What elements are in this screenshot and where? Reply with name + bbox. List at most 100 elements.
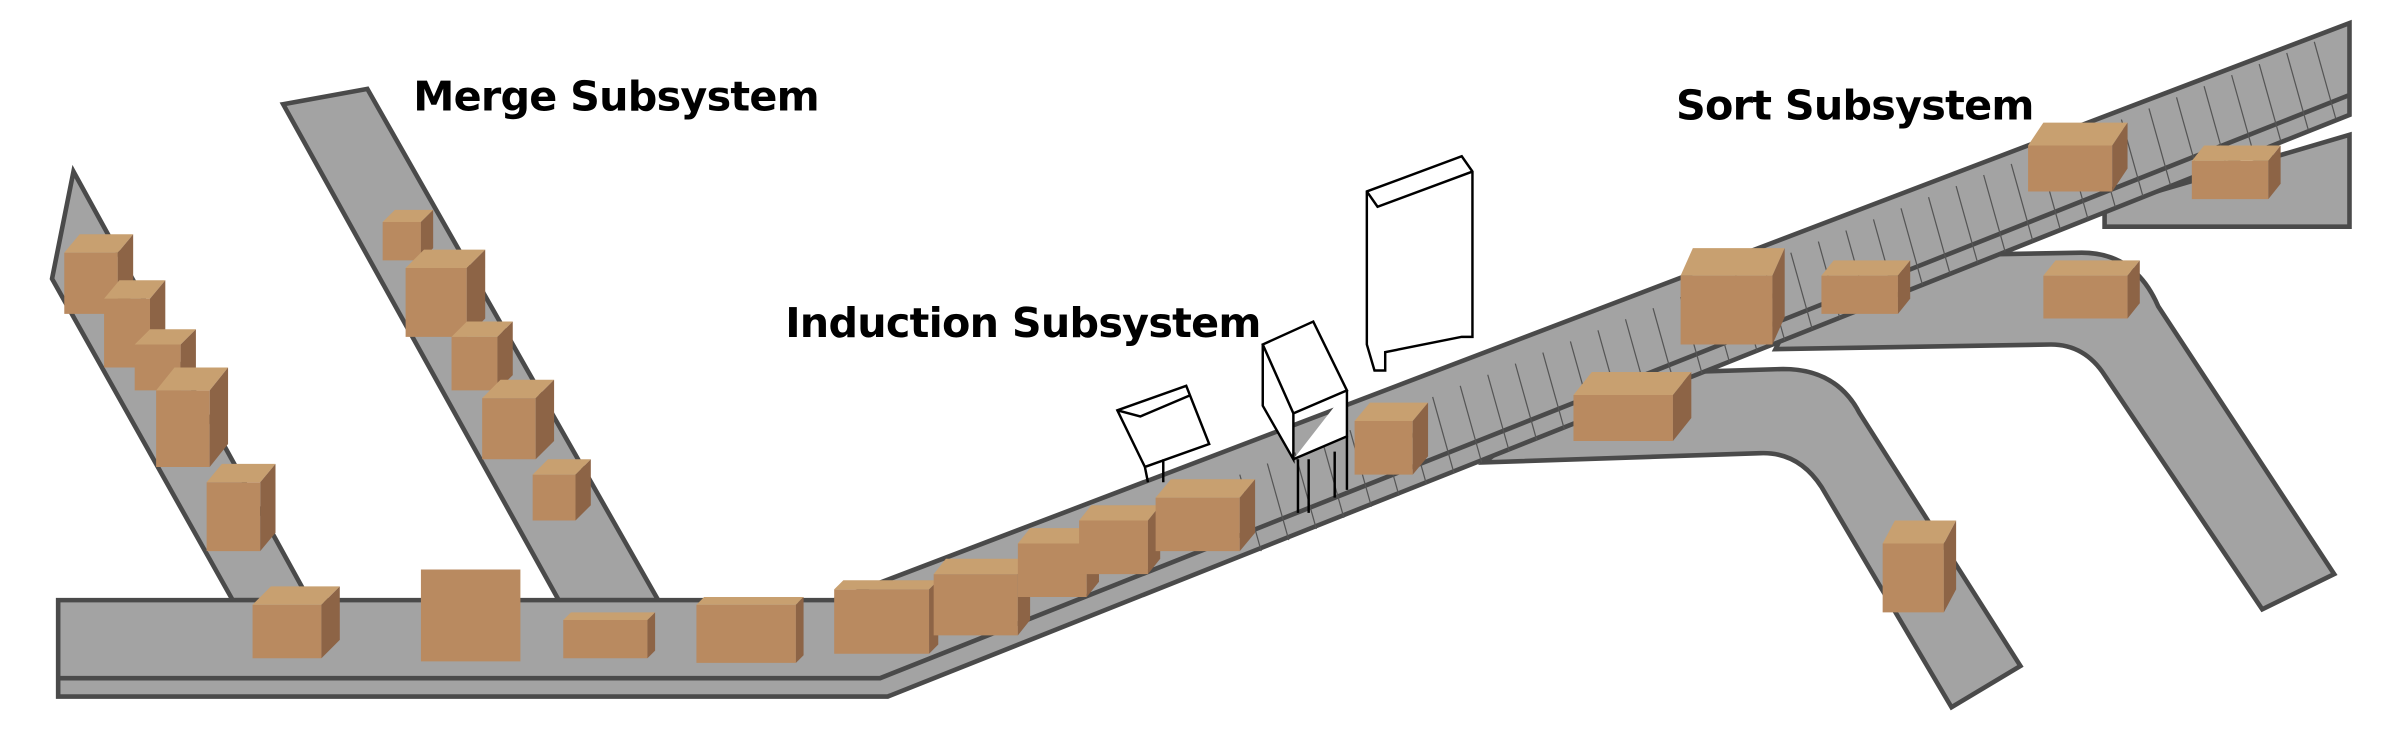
parcel	[405, 249, 486, 337]
parcel-face	[1772, 248, 1785, 345]
parcel	[420, 569, 521, 662]
parcel-face	[420, 209, 434, 261]
parcel-face	[563, 620, 648, 659]
sort-subsystem-label: Sort Subsystem	[1676, 82, 2034, 130]
parcel	[532, 459, 591, 521]
parcel	[156, 367, 229, 467]
sorter-slat	[1432, 396, 1455, 474]
parcel-face	[933, 574, 1018, 636]
parcel-face	[1821, 275, 1898, 314]
parcel-face	[382, 222, 421, 261]
parcel-face	[451, 321, 513, 337]
sort-branch-right	[1771, 250, 2338, 613]
parcel-face	[482, 379, 555, 399]
sorter-slat	[1652, 307, 1676, 385]
parcel-face	[156, 367, 229, 391]
parcel-face	[1079, 520, 1148, 575]
sorter-slat	[2010, 163, 2034, 241]
sorter-slat	[1542, 352, 1565, 430]
parcel-face	[1354, 421, 1413, 475]
parcel	[252, 586, 340, 659]
parcel	[1680, 248, 1785, 345]
parcel	[563, 612, 656, 659]
parcel-face	[2191, 145, 2281, 161]
parcel-face	[206, 482, 261, 552]
sorter-slat	[2286, 52, 2309, 130]
parcel-face	[252, 586, 340, 605]
parcel-face	[834, 580, 939, 590]
sorter-slat	[1790, 252, 1813, 330]
parcel-face	[2268, 145, 2281, 200]
parcel-face	[1882, 520, 1957, 544]
parcel-face	[834, 589, 930, 654]
scanner-tower	[1365, 154, 1474, 372]
parcel-face	[134, 329, 196, 345]
parcel-face	[1897, 260, 1911, 314]
parcel	[696, 597, 804, 663]
parcel-face	[1680, 248, 1785, 276]
parcel-face	[104, 280, 166, 299]
parcel-face	[2043, 260, 2140, 276]
parcel-face	[206, 463, 276, 483]
induction-subsystem-label: Induction Subsystem	[785, 299, 1260, 347]
parcel-face	[575, 459, 591, 521]
label-printer	[1115, 384, 1211, 483]
parcel-face	[2127, 260, 2140, 319]
parcel	[1155, 479, 1256, 552]
parcel-face	[933, 558, 1031, 575]
parcel-face	[1354, 402, 1429, 422]
parcel	[1354, 402, 1429, 475]
parcel-face	[795, 597, 804, 663]
parcel-face	[420, 569, 521, 662]
sorter-slat	[1955, 185, 1979, 263]
parcel	[1882, 520, 1957, 613]
induction-equipment	[1115, 154, 1474, 513]
parcel-face	[1017, 528, 1099, 544]
parcel-face	[535, 379, 555, 460]
sort-branch-middle	[1477, 366, 2024, 711]
sorter-slat	[1321, 441, 1345, 519]
parcel-face	[1680, 275, 1773, 345]
parcel	[482, 379, 555, 460]
parcel-face	[2028, 145, 2113, 192]
sorter-slat	[1900, 208, 1924, 285]
parcel	[2191, 145, 2281, 200]
parcel-face	[1573, 372, 1692, 396]
parcel-face	[64, 234, 134, 253]
parcel	[206, 463, 276, 552]
parcel-face	[1079, 505, 1161, 521]
parcel-face	[1672, 372, 1692, 441]
parcel-face	[532, 459, 591, 475]
parcel-face	[1943, 520, 1957, 613]
sorter-slat	[2313, 41, 2337, 119]
sorter-slat	[1514, 363, 1538, 441]
sorter-slat	[1266, 463, 1290, 541]
parcel-face	[696, 597, 804, 605]
parcel-face	[2043, 275, 2128, 319]
parcel-face	[1155, 497, 1240, 552]
parcel-face	[1821, 260, 1911, 276]
parcel-face	[252, 604, 322, 659]
parcel-face	[1573, 395, 1673, 441]
sorter-slat	[2148, 108, 2171, 186]
induction-gate	[1296, 436, 1349, 513]
parcel-face	[1412, 402, 1429, 475]
parcel	[1079, 505, 1161, 575]
parcel-face	[647, 612, 656, 659]
parcel-face	[482, 398, 536, 460]
parcel-face	[532, 474, 576, 521]
parcel-face	[1155, 479, 1256, 498]
parcel	[451, 321, 513, 391]
parcel-face	[2028, 122, 2128, 146]
parcel	[2043, 260, 2140, 319]
parcel	[382, 209, 434, 261]
sorter-slat	[2258, 63, 2282, 141]
parcel	[1573, 372, 1692, 441]
parcel-face	[1882, 543, 1944, 613]
parcel-face	[466, 249, 486, 337]
parcels	[64, 122, 2281, 663]
parcel-face	[405, 267, 467, 337]
sorter-slat	[1983, 174, 2006, 252]
parcel-face	[451, 336, 498, 391]
